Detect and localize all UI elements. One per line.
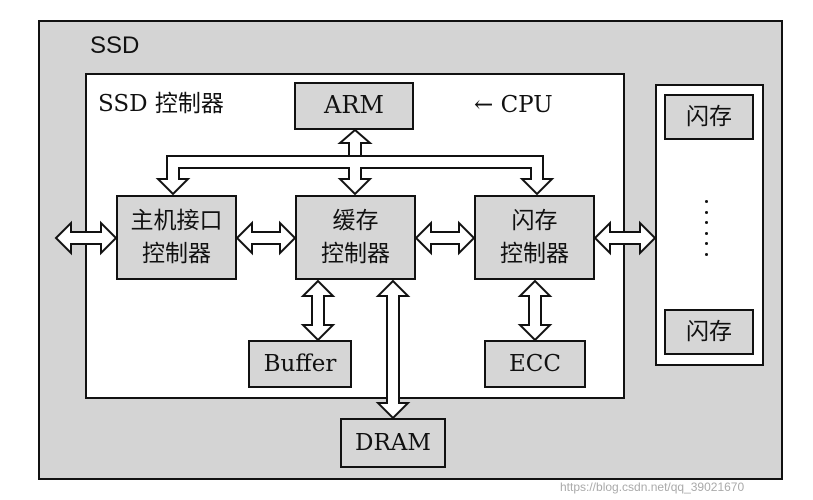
cache-dram-arrow [375, 279, 411, 420]
flash-chip-bottom-label: 闪存 [686, 318, 732, 345]
flashctl-flash-arrow [593, 220, 657, 256]
flashctl-ecc-arrow [517, 279, 553, 342]
arm-block: ARM [294, 82, 414, 130]
host-cache-arrow [235, 220, 297, 256]
ssd-title: SSD [90, 32, 140, 59]
flash-chip-top-label: 闪存 [686, 103, 732, 130]
host-interface-label-line1: 主机接口 [130, 208, 223, 235]
internal-bus-arrow [155, 155, 555, 196]
flash-controller-label-line2: 控制器 [500, 240, 569, 267]
buffer-label: Buffer [263, 350, 337, 377]
flash-chip-top: 闪存 [664, 94, 754, 140]
watermark-text: https://blog.csdn.net/qq_39021670 [560, 480, 745, 494]
cache-controller-block: 缓存 控制器 [295, 195, 416, 280]
arm-label: ARM [324, 91, 384, 120]
cache-label-line1: 缓存 [332, 208, 379, 235]
ecc-label: ECC [509, 350, 561, 377]
dram-label: DRAM [355, 429, 431, 456]
flash-controller-block: 闪存 控制器 [474, 195, 595, 280]
controller-title: SSD 控制器 [98, 91, 224, 117]
cache-label-line2: 控制器 [321, 240, 390, 267]
flash-chip-bottom: 闪存 [664, 309, 754, 355]
cache-buffer-arrow [300, 279, 336, 342]
flash-controller-label-line1: 闪存 [511, 208, 558, 235]
host-interface-controller-block: 主机接口 控制器 [116, 195, 237, 280]
arm-bus-arrow [337, 128, 373, 157]
ecc-block: ECC [484, 340, 586, 388]
buffer-block: Buffer [248, 340, 352, 388]
cache-flash-arrow [414, 220, 476, 256]
ellipsis-dots [703, 200, 709, 256]
cpu-label: ← CPU [474, 92, 553, 118]
host-external-arrow [54, 220, 118, 256]
host-interface-label-line2: 控制器 [142, 240, 211, 267]
